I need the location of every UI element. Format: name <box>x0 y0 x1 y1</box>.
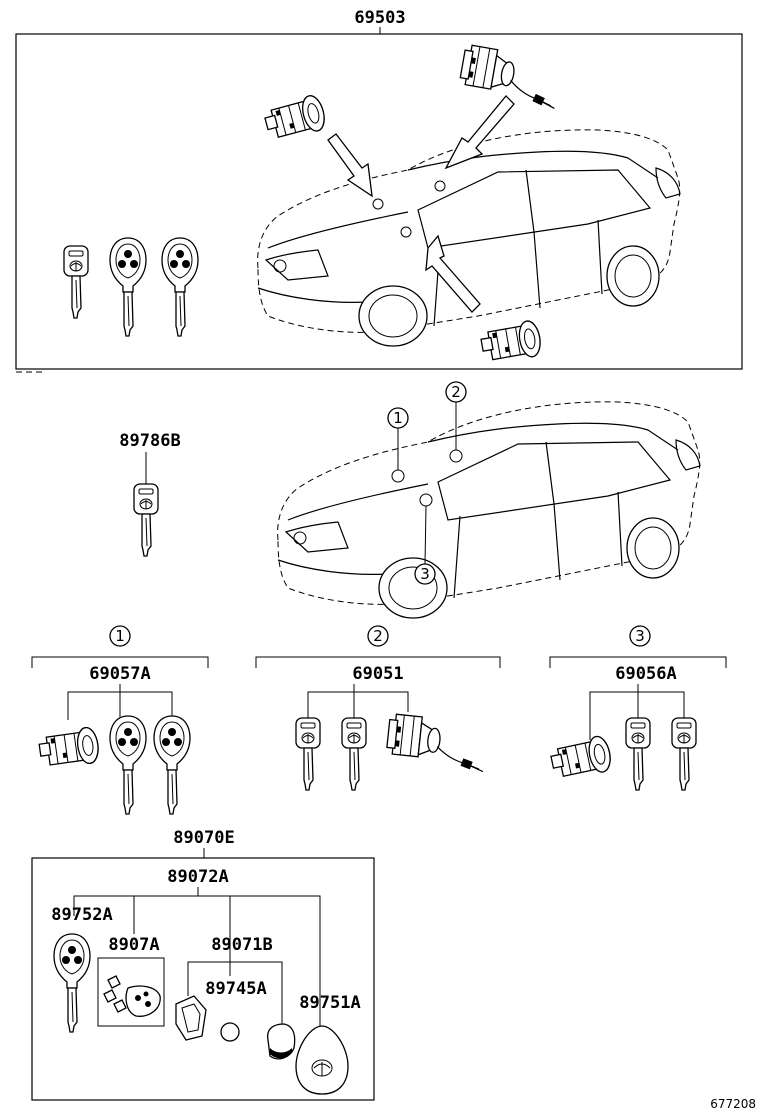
remote-key <box>109 715 147 815</box>
location-1 <box>391 469 405 483</box>
leader-callout-3 <box>424 505 427 565</box>
label-89751a: 89751A <box>299 993 360 1013</box>
luggage-lock-cylinder <box>478 318 544 366</box>
remote-key <box>161 237 199 337</box>
label-89070e: 89070E <box>173 828 234 848</box>
label-89786b: 89786B <box>119 431 180 451</box>
transmitter-assy-leaders <box>73 887 321 1026</box>
kit-69503-frame <box>15 33 743 370</box>
kit-2-callout-marker <box>367 625 389 647</box>
callout-3: 3 <box>420 565 430 583</box>
battery-cover-frame <box>97 957 165 1027</box>
arrow-to-dash <box>444 95 515 170</box>
label-69051: 69051 <box>352 664 403 684</box>
label-8907a: 8907A <box>108 935 159 955</box>
transmitter-set-frame <box>31 857 375 1101</box>
location-door <box>372 198 384 210</box>
kit-1-bracket <box>31 656 209 668</box>
car-illustration-top <box>256 129 681 347</box>
kit-3-bracket <box>549 656 727 668</box>
arrow-to-door <box>327 133 373 198</box>
label-89071b: 89071B <box>211 935 272 955</box>
callout-1: 1 <box>393 409 403 427</box>
kit-3-callout: 3 <box>635 627 645 645</box>
transmitter-case-bracket <box>187 961 283 1030</box>
ignition-switch <box>457 43 564 110</box>
kit-3-callout-marker <box>629 625 651 647</box>
label-69503: 69503 <box>354 8 405 28</box>
plain-key <box>63 245 89 319</box>
transmitter-buttons <box>103 975 161 1017</box>
kit-1-callout: 1 <box>115 627 125 645</box>
kit-2-leaders <box>307 684 409 718</box>
battery-cell <box>220 1022 240 1042</box>
location-3 <box>419 493 433 507</box>
plain-key <box>341 717 367 791</box>
transmitter-case-half <box>175 995 207 1041</box>
label-89072a: 89072A <box>167 867 228 887</box>
location-2 <box>449 449 463 463</box>
plain-key <box>295 717 321 791</box>
label-89745a: 89745A <box>205 979 266 999</box>
kit-1-callout-marker <box>109 625 131 647</box>
ignition-switch <box>384 712 489 773</box>
remote-key-housing <box>53 933 91 1033</box>
plain-key <box>671 717 697 791</box>
callout-2: 2 <box>451 383 461 401</box>
car-illustration-middle <box>276 401 701 619</box>
arrow-to-trunk <box>425 234 481 313</box>
label-69057a: 69057A <box>89 664 150 684</box>
remote-key <box>153 715 191 815</box>
lock-cylinder <box>37 725 101 771</box>
label-69056a: 69056A <box>615 664 676 684</box>
remote-key <box>109 237 147 337</box>
label-89752a: 89752A <box>51 905 112 925</box>
plain-key <box>625 717 651 791</box>
kit-2-callout: 2 <box>373 627 383 645</box>
door-lock-cylinder <box>261 92 329 144</box>
key-blank <box>133 483 159 557</box>
location-dash <box>434 180 446 192</box>
drawing-id: 677208 <box>710 1097 756 1111</box>
transmitter-cap <box>266 1023 296 1060</box>
lock-cylinder <box>548 733 614 783</box>
kit-1-leaders <box>67 684 173 722</box>
location-trunk <box>400 226 412 238</box>
kit-2-bracket <box>255 656 501 668</box>
transmitter-module <box>295 1025 349 1095</box>
kit-3-leaders <box>589 684 685 740</box>
